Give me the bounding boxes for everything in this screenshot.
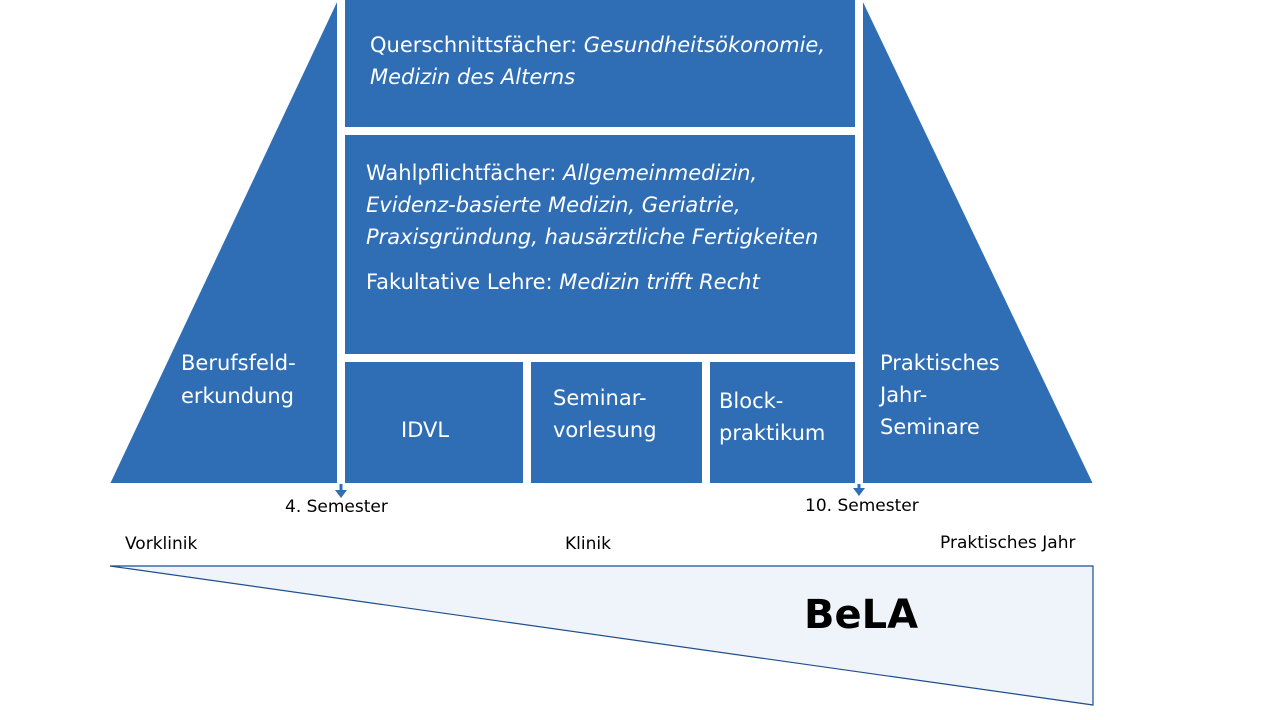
seminar-line-2: vorlesung bbox=[553, 418, 657, 442]
block-line-1: Block- bbox=[719, 389, 783, 413]
fak-item: Medizin trifft Recht bbox=[559, 270, 760, 294]
wahl-line-3: Praxisgründung, hausärztliche Fertigkeit… bbox=[366, 225, 818, 249]
top-box-text: Querschnittsfächer: Gesundheitsökonomie,… bbox=[370, 33, 832, 89]
fak-label: Fakultative Lehre: bbox=[366, 270, 559, 294]
bela-label: BeLA bbox=[804, 592, 918, 638]
middle-box-text: Wahlpflichtfächer: Allgemeinmedizin, Evi… bbox=[366, 161, 825, 294]
phase-klinik: Klinik bbox=[565, 534, 611, 554]
querschnitt-item-1: Gesundheitsökonomie, bbox=[584, 33, 825, 57]
seminar-text: Seminar- vorlesung bbox=[553, 386, 657, 442]
block-text: Block- praktikum bbox=[719, 389, 825, 445]
left-wing-line-1: Berufsfeld- bbox=[181, 351, 296, 375]
wahl-label: Wahlpflichtfächer: bbox=[366, 161, 563, 185]
block-line-2: praktikum bbox=[719, 421, 825, 445]
right-wing-line-3: Seminare bbox=[880, 415, 980, 439]
semester-10-arrow bbox=[853, 484, 865, 496]
left-wing-text: Berufsfeld- erkundung bbox=[181, 351, 302, 408]
right-wing-text: Praktisches Jahr- Seminare bbox=[878, 351, 1006, 439]
seminar-line-1: Seminar- bbox=[553, 386, 647, 410]
wahl-line-2: Evidenz-basierte Medizin, Geriatrie, bbox=[366, 193, 741, 217]
semester-4-arrow bbox=[335, 484, 347, 498]
right-wing-line-2: Jahr- bbox=[878, 383, 927, 407]
querschnitt-label: Querschnittsfächer: bbox=[370, 33, 584, 57]
dividers bbox=[337, 0, 863, 484]
right-wing-line-1: Praktisches bbox=[880, 351, 1000, 375]
idvl-label: IDVL bbox=[401, 418, 449, 442]
semester-10-label: 10. Semester bbox=[805, 496, 919, 516]
phase-praktisches-jahr: Praktisches Jahr bbox=[940, 533, 1076, 553]
left-wing-line-2: erkundung bbox=[181, 384, 294, 408]
phase-vorklinik: Vorklinik bbox=[125, 534, 197, 554]
curriculum-trapezoid bbox=[110, 0, 1093, 484]
semester-4-label: 4. Semester bbox=[285, 497, 388, 517]
querschnitt-item-2: Medizin des Alterns bbox=[370, 65, 575, 89]
wahl-line-1: Allgemeinmedizin, bbox=[561, 161, 757, 185]
bela-wedge bbox=[109, 565, 1094, 706]
